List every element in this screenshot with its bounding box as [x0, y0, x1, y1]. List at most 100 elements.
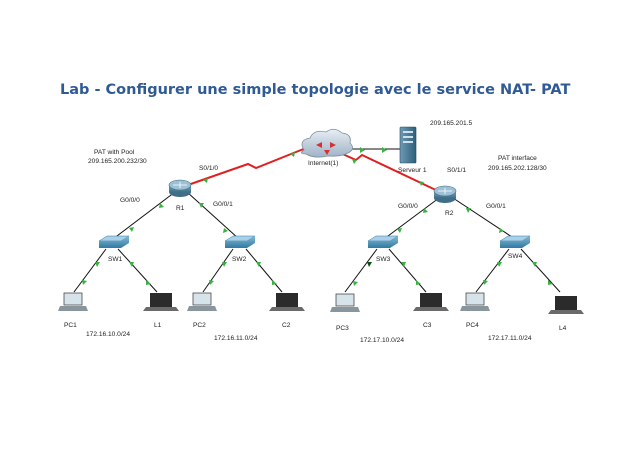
- pc3-label: PC3: [336, 325, 349, 332]
- switch-front-icon: [500, 236, 530, 248]
- sw2-label: SW2: [232, 256, 247, 263]
- host-l4: [548, 296, 584, 314]
- pc-screen-icon: [335, 293, 355, 307]
- port-up-icon: [532, 262, 537, 267]
- port-status-indicators: [82, 147, 553, 286]
- port-up-icon: [483, 280, 488, 285]
- link-sw3-pc3: [344, 248, 378, 293]
- port-up-icon: [129, 262, 134, 267]
- host-l1: [143, 293, 179, 311]
- switch-sw2: [224, 235, 256, 248]
- pc-base-icon: [187, 306, 217, 311]
- lan3-network-label: 172.17.10.0/24: [360, 337, 404, 344]
- server-ip-label: 209.165.201.5: [430, 120, 473, 127]
- r2-g000-label: G0/0/0: [398, 203, 418, 210]
- link-r1-sw2: [186, 191, 240, 240]
- r1-label: R1: [176, 205, 185, 212]
- port-down-icon: [367, 262, 372, 267]
- port-up-icon: [419, 181, 424, 186]
- pc2-label: PC2: [193, 322, 206, 329]
- port-up-icon: [397, 228, 402, 233]
- port-up-icon: [352, 159, 357, 164]
- server-slot: [403, 131, 413, 133]
- lan2-network-label: 172.16.11.0/24: [214, 335, 258, 342]
- switch-sw3: [367, 235, 399, 248]
- port-up-icon: [360, 147, 365, 153]
- host-c3: [413, 293, 449, 311]
- host-pc1: [58, 292, 88, 311]
- port-up-icon: [146, 280, 151, 285]
- router-arrows-icon: [173, 182, 187, 188]
- port-up-icon: [95, 262, 100, 267]
- server-1: [399, 126, 417, 164]
- port-up-icon: [203, 178, 208, 183]
- link-sw1-l1: [117, 248, 158, 293]
- diagram-title: Lab - Configurer une simple topologie av…: [60, 82, 571, 98]
- switch-front-icon: [225, 236, 255, 248]
- link-r2-sw4: [452, 197, 516, 240]
- r1-serial-label: S0/1/0: [199, 165, 218, 172]
- serial-link-internet-r2: [337, 151, 441, 193]
- port-up-icon: [159, 203, 164, 208]
- lan1-network-label: 172.16.10.0/24: [86, 331, 130, 338]
- c3-label: C3: [423, 322, 432, 329]
- cloud-arrow-icon: [324, 150, 330, 155]
- pc1-label: PC1: [64, 322, 77, 329]
- pc-screen-icon: [192, 292, 212, 306]
- labels: 209.165.201.5 PAT with Pool 209.165.200.…: [64, 120, 567, 344]
- laptop-screen-icon: [150, 293, 172, 307]
- port-up-icon: [499, 228, 504, 233]
- port-up-icon: [290, 152, 295, 157]
- host-pc4: [460, 292, 490, 311]
- port-up-icon: [82, 280, 87, 285]
- link-sw3-c3: [388, 248, 427, 293]
- host-c2: [269, 293, 305, 311]
- port-up-icon: [129, 227, 134, 232]
- pc-screen-icon: [465, 292, 485, 306]
- pc-base-icon: [330, 307, 360, 312]
- laptop-base-icon: [413, 307, 449, 311]
- port-up-icon: [223, 228, 228, 233]
- pc4-label: PC4: [466, 322, 479, 329]
- pat-interface-network-label: 209.165.202.128/30: [488, 165, 547, 172]
- pc-base-icon: [58, 306, 88, 311]
- switch-sw4: [499, 235, 531, 248]
- laptop-screen-icon: [276, 293, 298, 307]
- router-r2: [433, 185, 457, 203]
- cloud-arrow-icon: [316, 142, 336, 148]
- ethernet-links: [73, 148, 561, 293]
- link-sw4-l4: [520, 248, 561, 293]
- server-slot: [403, 136, 413, 138]
- link-sw2-c2: [245, 248, 283, 293]
- laptop-screen-icon: [555, 296, 577, 310]
- port-up-icon: [353, 281, 358, 286]
- serial-links: [184, 147, 441, 193]
- port-up-icon: [382, 147, 387, 153]
- laptop-base-icon: [548, 310, 584, 314]
- pc-screen-icon: [63, 292, 83, 306]
- host-pc3: [330, 293, 360, 312]
- l1-label: L1: [154, 322, 162, 329]
- port-up-icon: [466, 208, 471, 213]
- r2-g001-label: G0/0/1: [486, 203, 506, 210]
- lan4-network-label: 172.17.11.0/24: [488, 335, 532, 342]
- sw1-label: SW1: [108, 256, 123, 263]
- pat-pool-network-label: 209.165.200.232/30: [88, 158, 147, 165]
- port-up-icon: [199, 203, 204, 208]
- port-up-icon: [497, 262, 502, 267]
- internet-label: Internet(1): [308, 160, 338, 167]
- cloud-icon: [301, 128, 353, 158]
- router-r1: [168, 179, 192, 197]
- pat-interface-label: PAT interface: [498, 155, 537, 162]
- port-up-icon: [209, 280, 214, 285]
- router-arrows-icon: [438, 188, 452, 194]
- c2-label: C2: [282, 322, 291, 329]
- laptop-screen-icon: [420, 293, 442, 307]
- port-up-icon: [416, 280, 421, 285]
- r2-label: R2: [445, 210, 454, 217]
- port-up-icon: [401, 262, 406, 267]
- sw4-label: SW4: [508, 253, 523, 260]
- r2-serial-label: S0/1/1: [447, 167, 466, 174]
- server-label: Serveur 1: [398, 167, 427, 174]
